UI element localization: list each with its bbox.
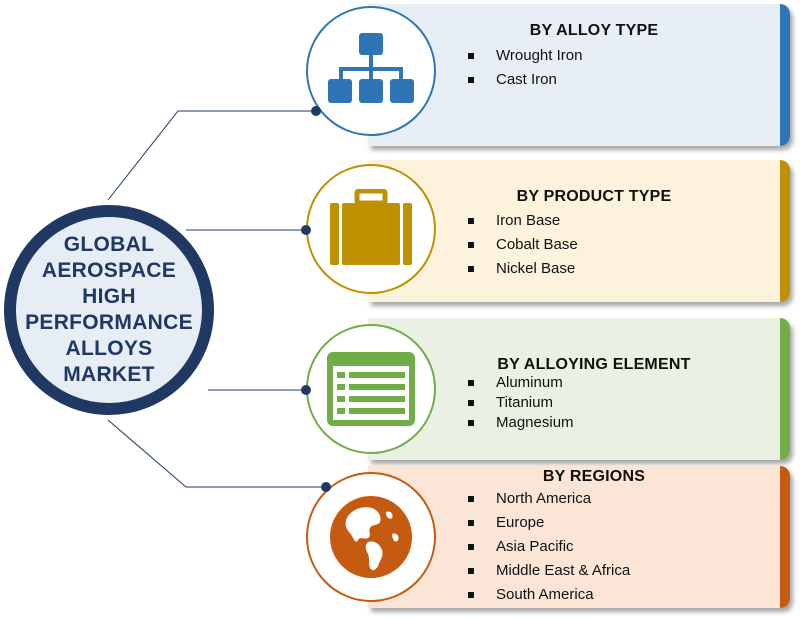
- list-item: Aluminum: [468, 373, 574, 393]
- list-item-label: Asia Pacific: [496, 538, 574, 555]
- list-item: Wrought Iron: [468, 44, 582, 68]
- list-item-label: Nickel Base: [496, 260, 576, 277]
- segment-item-list: Wrought Iron Cast Iron: [468, 44, 582, 92]
- list-item-label: Middle East & Africa: [496, 562, 631, 579]
- list-item-label: Wrought Iron: [496, 47, 583, 64]
- list-item: Iron Base: [468, 209, 578, 233]
- segment-panel-alloy-type: BY ALLOY TYPE Wrought Iron Cast Iron: [368, 4, 790, 146]
- segment-panel-product-type: BY PRODUCT TYPE Iron Base Cobalt Base Ni…: [368, 160, 790, 302]
- list-item-label: Cobalt Base: [496, 236, 578, 253]
- list-item: Asia Pacific: [468, 535, 630, 559]
- hierarchy-icon: [328, 33, 414, 103]
- panel-accent-edge: [780, 466, 790, 608]
- briefcase-icon: [330, 189, 412, 265]
- list-item: North America: [468, 487, 630, 511]
- segment-title: BY ALLOY TYPE: [529, 22, 659, 39]
- list-icon: [327, 352, 415, 426]
- segment-item-list: Aluminum Titanium Magnesium: [468, 373, 574, 433]
- segment-title: BY PRODUCT TYPE: [516, 188, 672, 205]
- list-item: Cast Iron: [468, 68, 582, 92]
- connector-dot: [321, 482, 331, 492]
- list-item-label: Cast Iron: [496, 71, 557, 88]
- list-item-label: Iron Base: [496, 212, 561, 229]
- list-item: Cobalt Base: [468, 233, 578, 257]
- connector-dot: [301, 225, 311, 235]
- list-item-label: North America: [496, 490, 592, 507]
- globe-icon: [330, 496, 412, 578]
- list-item-label: Magnesium: [496, 414, 574, 431]
- market-hub-circle: GLOBAL AEROSPACE HIGH PERFORMANCE ALLOYS…: [4, 205, 214, 415]
- segment-icon-circle: [306, 6, 436, 136]
- segment-icon-circle: [306, 472, 436, 602]
- list-item: Nickel Base: [468, 257, 578, 281]
- panel-accent-edge: [780, 318, 790, 460]
- segment-title: BY ALLOYING ELEMENT: [497, 356, 691, 373]
- segment-icon-circle: [306, 164, 436, 294]
- market-title: GLOBAL AEROSPACE HIGH PERFORMANCE ALLOYS…: [25, 233, 193, 386]
- list-item-label: South America: [496, 586, 594, 603]
- connector-dot: [311, 106, 321, 116]
- segment-icon-circle: [306, 324, 436, 454]
- market-hub-inner: GLOBAL AEROSPACE HIGH PERFORMANCE ALLOYS…: [16, 217, 202, 403]
- list-item-label: Europe: [496, 514, 545, 531]
- list-item-label: Titanium: [496, 394, 553, 411]
- connector-dot: [301, 385, 311, 395]
- list-item: Titanium: [468, 393, 574, 413]
- list-item-label: Aluminum: [496, 374, 563, 391]
- segment-item-list: Iron Base Cobalt Base Nickel Base: [468, 209, 578, 281]
- segment-panel-regions: BY REGIONS North America Europe Asia Pac…: [368, 466, 790, 608]
- list-item: Europe: [468, 511, 630, 535]
- segment-item-list: North America Europe Asia Pacific Middle…: [468, 487, 630, 607]
- list-item: Magnesium: [468, 413, 574, 433]
- connector-regions: [107, 419, 326, 488]
- panel-accent-edge: [780, 160, 790, 302]
- list-item: South America: [468, 583, 630, 607]
- segment-title: BY REGIONS: [542, 468, 646, 485]
- list-item: Middle East & Africa: [468, 559, 630, 583]
- panel-accent-edge: [780, 4, 790, 146]
- connector-alloy-type: [107, 110, 316, 201]
- segment-panel-alloying-element: BY ALLOYING ELEMENT Aluminum Titanium Ma…: [368, 318, 790, 460]
